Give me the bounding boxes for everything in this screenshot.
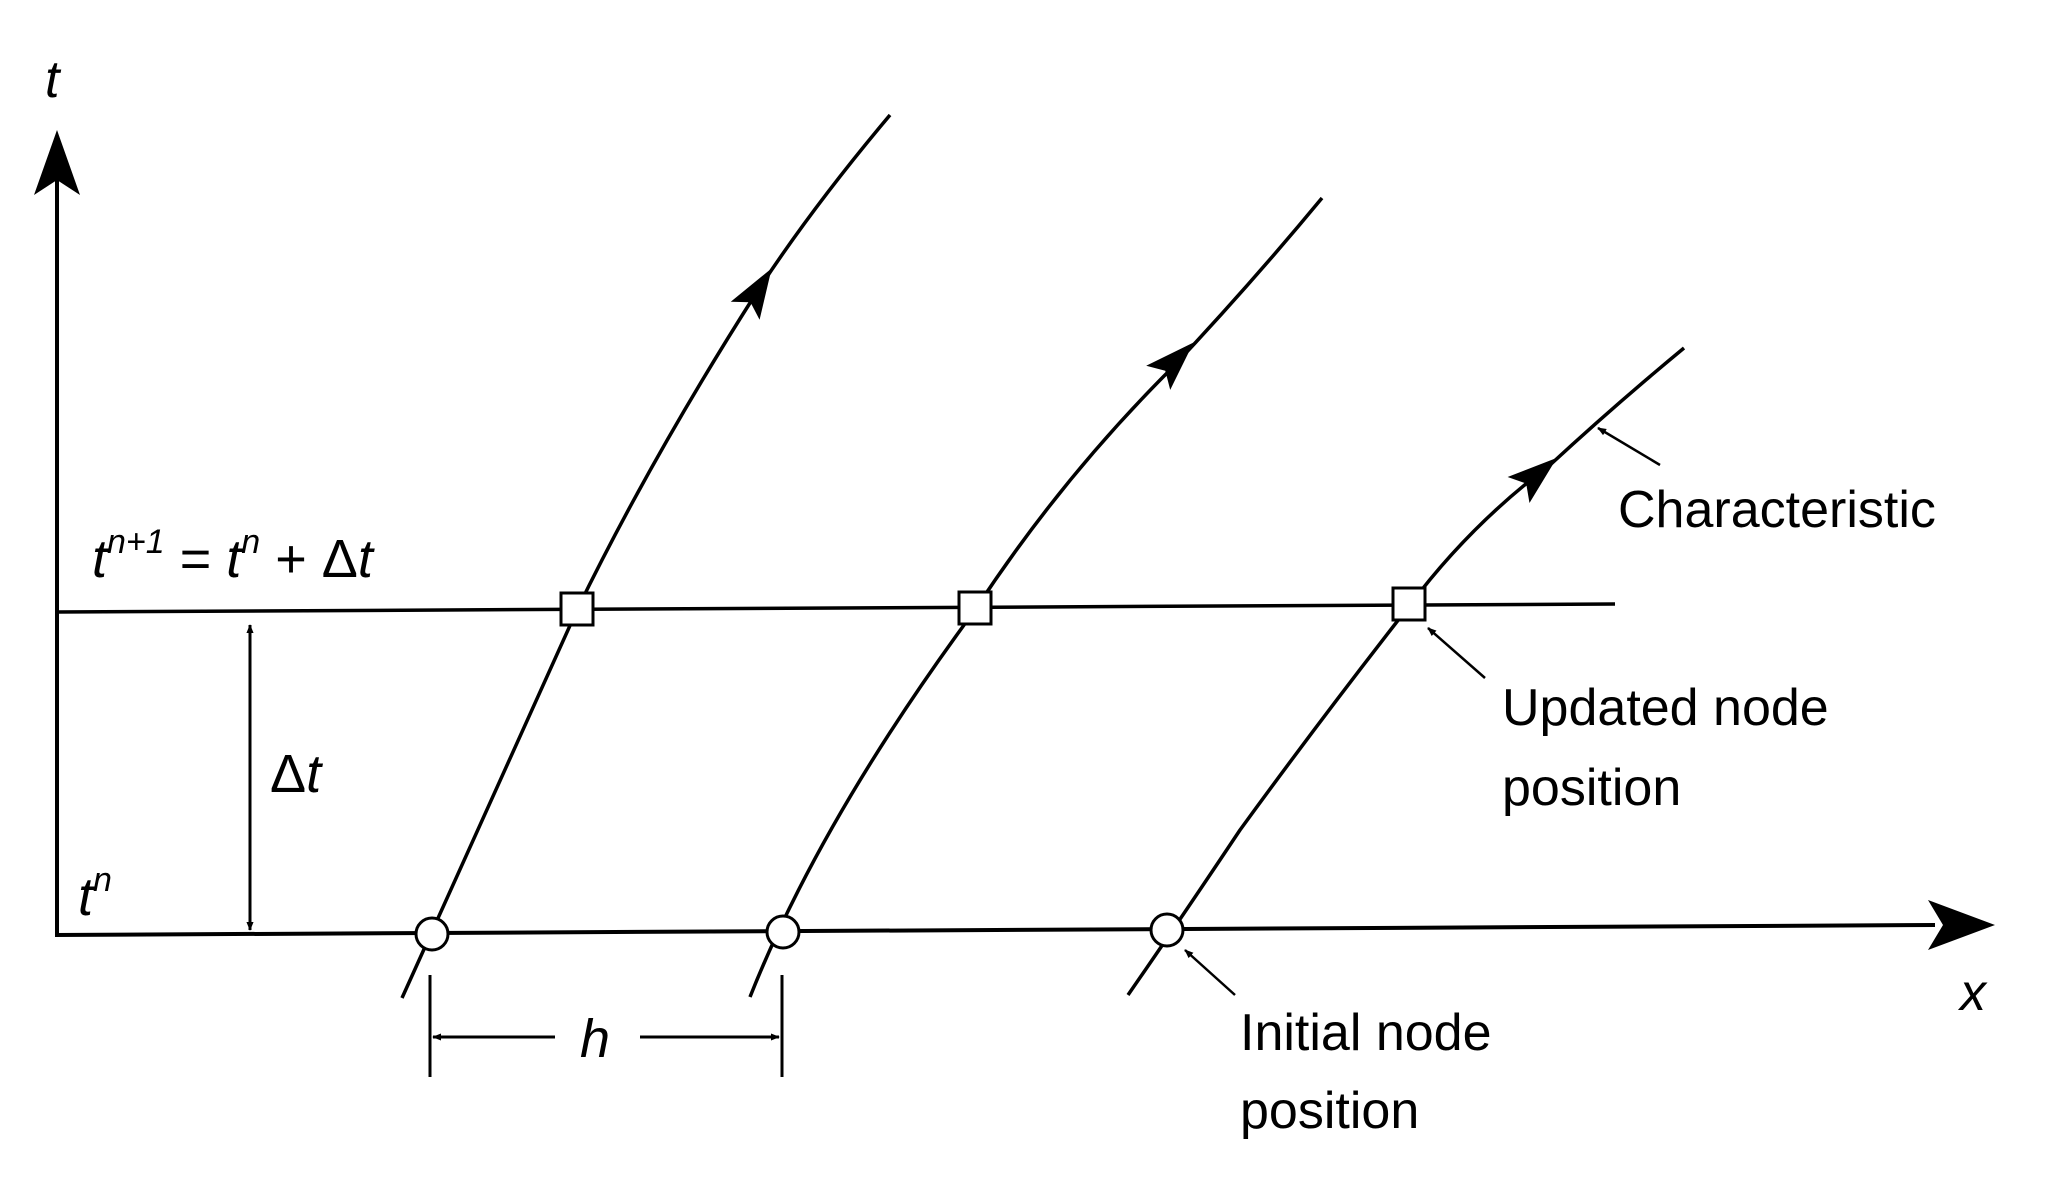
updated-node-label-line2: position bbox=[1502, 759, 1681, 817]
delta-t-label: Δt bbox=[270, 744, 323, 804]
initial-node-leader bbox=[1184, 949, 1236, 996]
updated-node-1 bbox=[559, 591, 595, 627]
characteristic-curve-1 bbox=[400, 113, 892, 999]
updated-node-leader bbox=[1427, 627, 1486, 679]
initial-node-3 bbox=[1149, 912, 1185, 948]
updated-node-label-line1: Updated node bbox=[1502, 679, 1829, 737]
characteristic-leader bbox=[1597, 426, 1661, 467]
t-axis-label: t bbox=[45, 51, 62, 109]
characteristic-curve-2 bbox=[748, 196, 1324, 998]
updated-node-2 bbox=[957, 590, 993, 626]
x-axis-arrowhead bbox=[1928, 900, 1995, 950]
flow-arrowhead-3 bbox=[1507, 457, 1557, 504]
t-axis-arrowhead bbox=[34, 130, 80, 195]
updated-node-3 bbox=[1391, 586, 1427, 622]
x-axis bbox=[54, 923, 1936, 937]
initial-node-2 bbox=[765, 914, 801, 950]
characteristic-curve-3 bbox=[1126, 346, 1686, 996]
time-level-n-label: tn bbox=[78, 861, 112, 927]
initial-node-label-line1: Initial node bbox=[1240, 1004, 1492, 1062]
x-axis-label: x bbox=[1957, 964, 1988, 1022]
initial-node-label-line2: position bbox=[1240, 1082, 1419, 1140]
flow-arrowhead-1 bbox=[730, 268, 772, 320]
characteristic-label: Characteristic bbox=[1618, 481, 1936, 539]
time-level-n1-label: tn+1 = tn + Δt bbox=[92, 523, 375, 589]
flow-arrowhead-2 bbox=[1146, 342, 1194, 390]
initial-node-1 bbox=[414, 916, 450, 952]
h-label: h bbox=[580, 1009, 610, 1069]
time-level-n1-line bbox=[56, 602, 1616, 614]
